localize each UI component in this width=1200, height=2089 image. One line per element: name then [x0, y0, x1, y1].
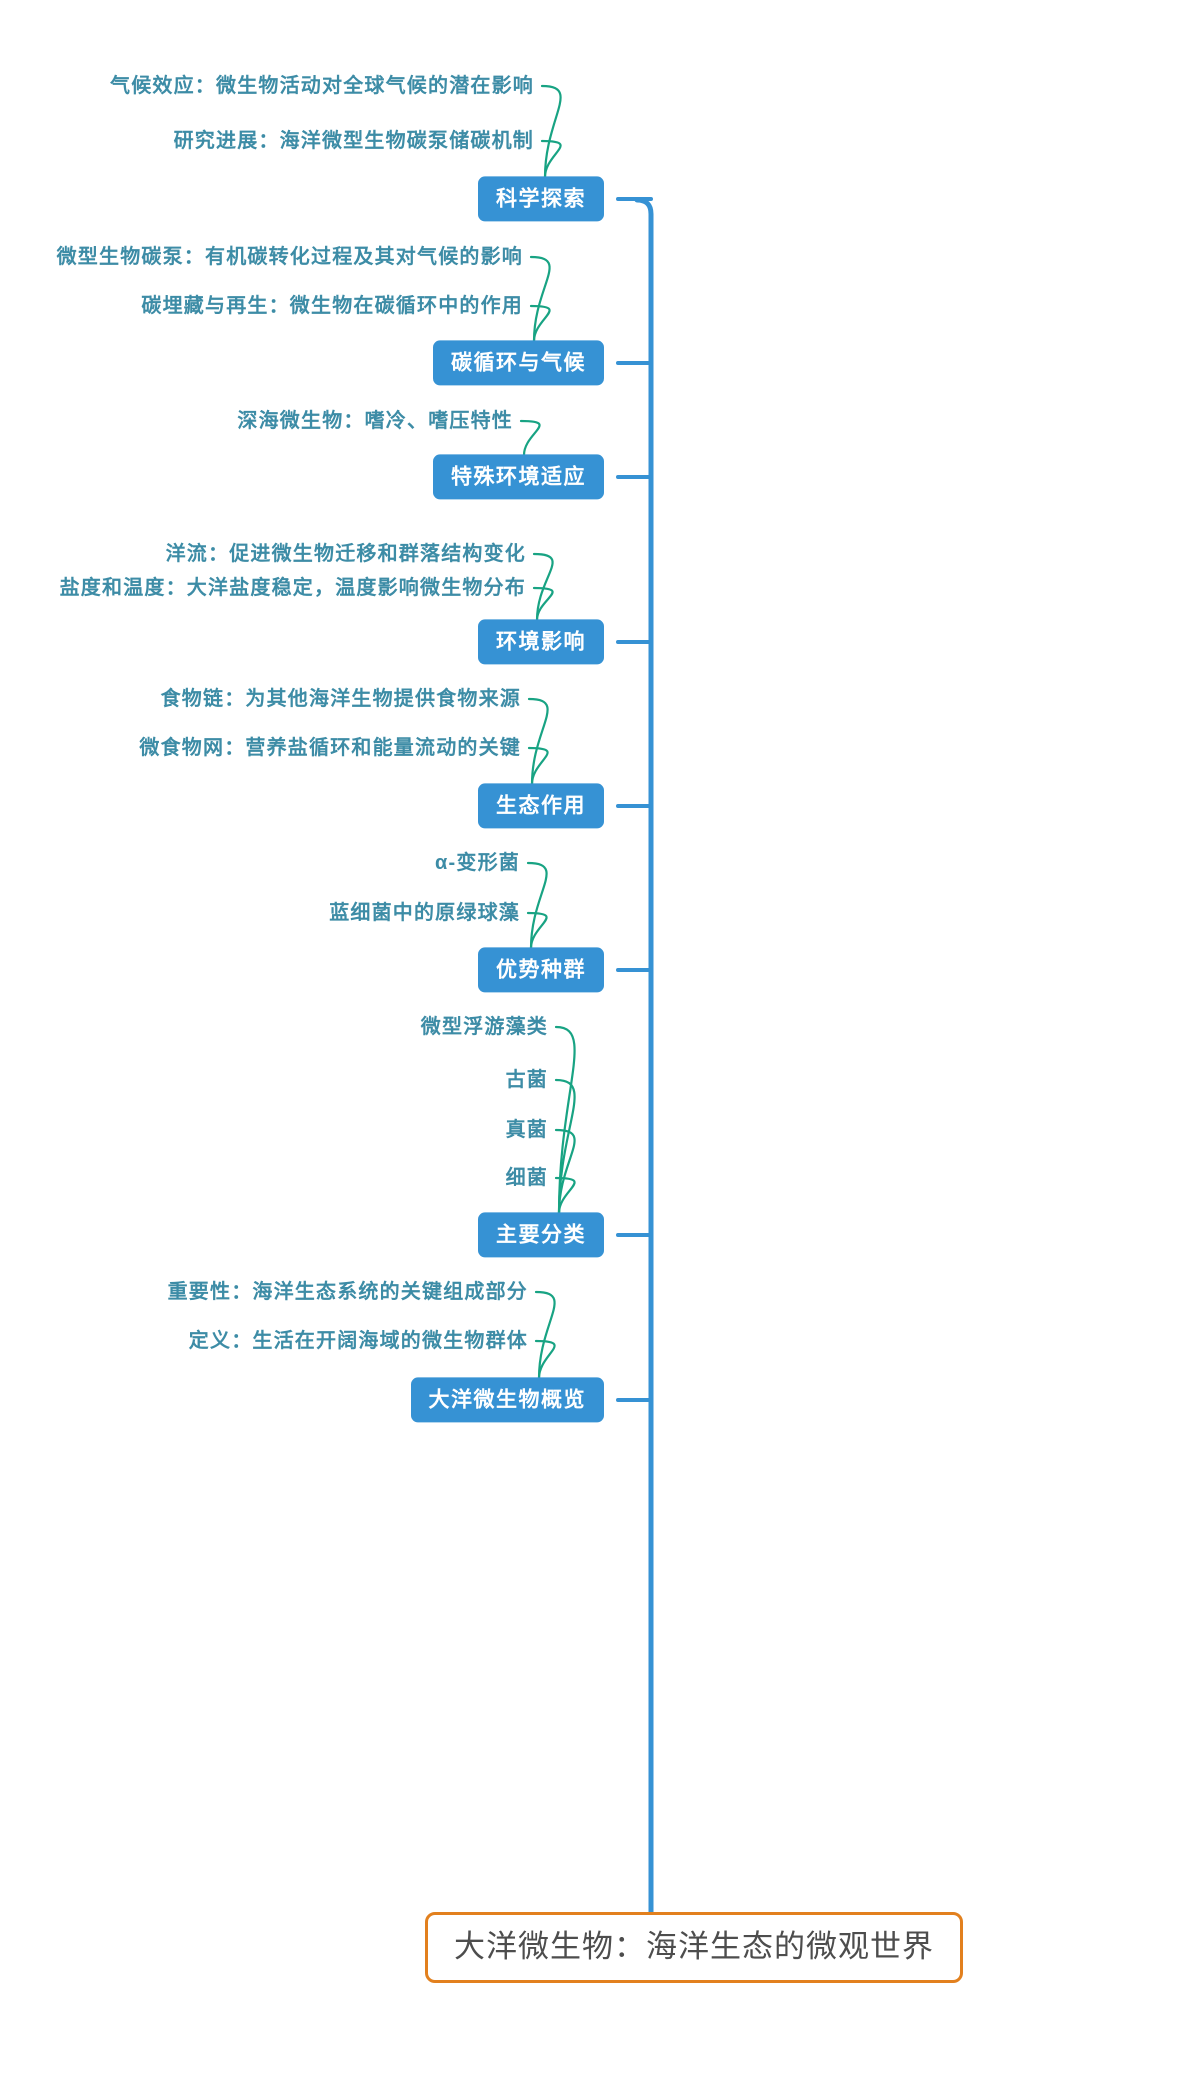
leaf-node-1-2[interactable]: 研究进展：海洋微型生物碳泵储碳机制 — [173, 130, 534, 152]
leaf-node-7-2[interactable]: 古菌 — [505, 1069, 548, 1091]
category-node-3[interactable]: 特殊环境适应 — [433, 454, 604, 500]
root-node[interactable]: 大洋微生物：海洋生态的微观世界 — [425, 1912, 963, 1983]
leaf-node-7-1[interactable]: 微型浮游藻类 — [420, 1016, 548, 1038]
leaf-node-2-2[interactable]: 碳埋藏与再生：微生物在碳循环中的作用 — [141, 295, 523, 317]
leaf-node-7-3[interactable]: 真菌 — [505, 1119, 548, 1141]
leaf-node-5-2[interactable]: 微食物网：营养盐循环和能量流动的关键 — [139, 737, 521, 759]
leaf-node-1-1[interactable]: 气候效应：微生物活动对全球气候的潜在影响 — [110, 75, 534, 97]
leaf-node-4-1[interactable]: 洋流：促进微生物迁移和群落结构变化 — [165, 543, 526, 565]
leaf-node-4-2[interactable]: 盐度和温度：大洋盐度稳定，温度影响微生物分布 — [59, 577, 526, 599]
leaf-node-6-2[interactable]: 蓝细菌中的原绿球藻 — [329, 902, 520, 924]
leaf-node-3-1[interactable]: 深海微生物：嗜冷、嗜压特性 — [237, 410, 513, 432]
category-node-4[interactable]: 环境影响 — [478, 619, 604, 665]
leaf-node-6-1[interactable]: α-变形菌 — [435, 852, 520, 874]
category-node-7[interactable]: 主要分类 — [478, 1212, 604, 1258]
leaf-node-8-1[interactable]: 重要性：海洋生态系统的关键组成部分 — [167, 1281, 528, 1303]
category-node-2[interactable]: 碳循环与气候 — [433, 340, 604, 386]
category-node-8[interactable]: 大洋微生物概览 — [410, 1377, 604, 1423]
leaf-node-8-2[interactable]: 定义：生活在开阔海域的微生物群体 — [188, 1330, 528, 1352]
leaf-node-5-1[interactable]: 食物链：为其他海洋生物提供食物来源 — [160, 688, 521, 710]
category-node-6[interactable]: 优势种群 — [478, 947, 604, 993]
category-node-1[interactable]: 科学探索 — [478, 176, 604, 222]
leaf-node-7-4[interactable]: 细菌 — [505, 1167, 548, 1189]
leaf-node-2-1[interactable]: 微型生物碳泵：有机碳转化过程及其对气候的影响 — [56, 246, 523, 268]
category-node-5[interactable]: 生态作用 — [478, 783, 604, 829]
